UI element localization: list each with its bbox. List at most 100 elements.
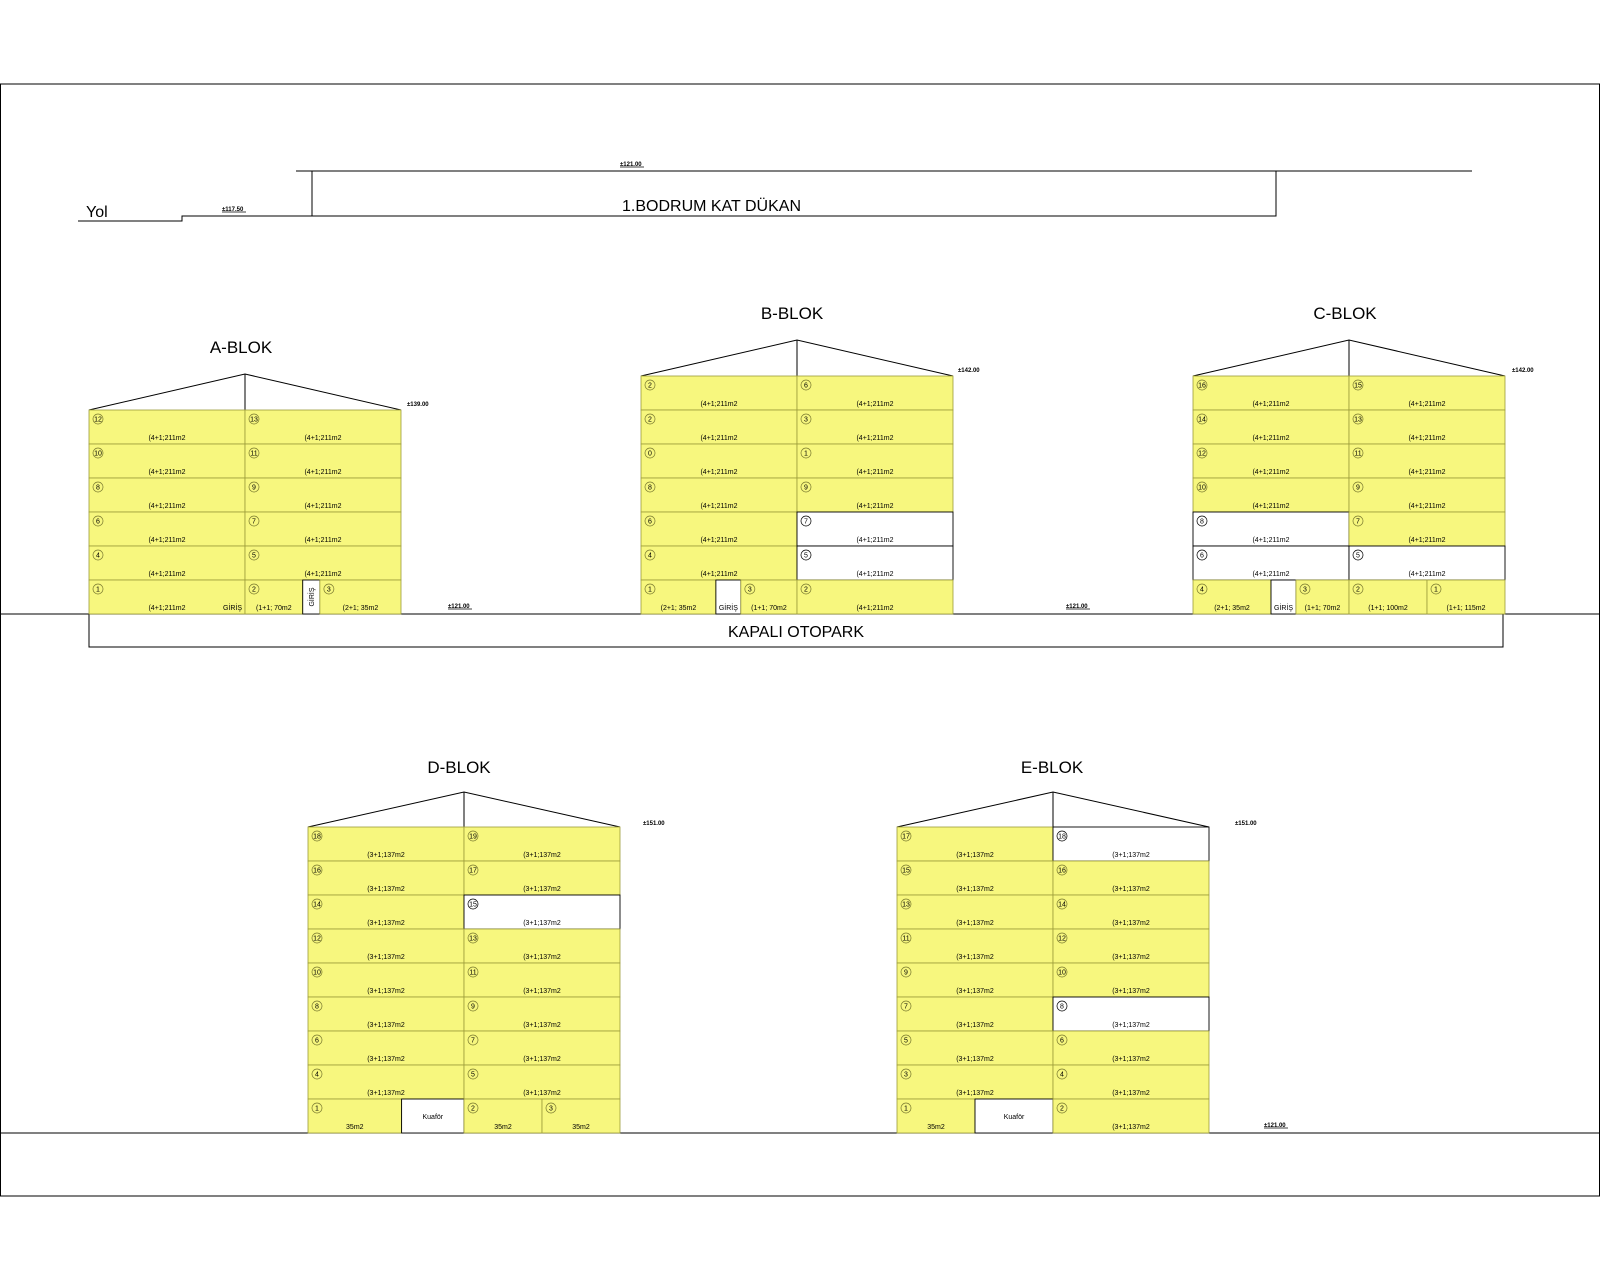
unit-cell: 3(1+1; 70m2 [740,579,798,615]
shop-section: 1.BODRUM KAT DÜKAN ±121.00 [296,162,1472,217]
unit-number-circle [311,932,323,944]
unit-cell: 15(4+1;211m2 [1348,375,1506,411]
unit-rect [1348,477,1506,513]
unit-cell: 12(3+1;137m2 [307,928,465,964]
unit-description: (3+1;137m2 [523,886,561,893]
parking-elevation-left: ±121.00 [448,604,470,610]
unit-cell: 10(4+1;211m2 [88,443,246,479]
unit-description: (4+1;211m2 [1252,401,1289,408]
unit-number-circle [900,1000,912,1012]
unit-number: 6 [315,1038,319,1045]
unit-rect [796,443,954,479]
unit-description: (4+1;211m2 [856,503,893,510]
unit-number: 6 [96,519,100,526]
unit-number-circle [92,413,104,425]
unit-number: 5 [904,1038,908,1045]
unit-description: (4+1;211m2 [856,435,893,442]
unit-description: (4+1;211m2 [1252,571,1289,578]
unit-number-circle [1352,481,1364,493]
unit-number: 2 [1060,1106,1064,1113]
unit-rect [640,375,798,411]
unit-number: 5 [1356,553,1360,560]
unit-rect [1295,579,1350,615]
unit-number-circle [248,413,260,425]
unit-rect [1192,477,1350,513]
unit-description: (3+1;137m2 [523,1090,561,1097]
unit-number: 2 [252,587,256,594]
unit-number: 14 [1058,902,1066,909]
unit-cell: 7(3+1;137m2 [463,1030,621,1066]
unit-cell: 1(2+1; 35m2 [640,579,717,615]
roof-elevation-e: ±151.00 [1235,821,1257,827]
unit-cell: 9 (3+1;137m2 [463,996,621,1032]
unit-description: (3+1;137m2 [523,852,561,859]
block-title-c: C-BLOK [1313,304,1377,323]
unit-cell: 16(3+1;137m2 [1052,860,1210,896]
unit-number: 0 [648,451,652,458]
unit-number-circle [467,830,479,842]
unit-cell: 6(4+1;211m2 [640,511,798,547]
unit-number: 9 [252,485,256,492]
unit-number: 11 [902,936,909,943]
unit-rect [1052,1030,1210,1066]
unit-number-circle [1196,515,1208,527]
unit-number-circle [1056,1102,1068,1114]
entrance-label: GİRİŞ [1274,603,1293,612]
unit-description: (3+1;137m2 [956,920,994,927]
unit-number-circle [1056,898,1068,910]
unit-number: 8 [315,1004,319,1011]
unit-number: 11 [1354,451,1361,458]
unit-cell: 6(4+1;211m2 [88,511,246,547]
unit-number: 4 [315,1072,319,1079]
unit-description: (4+1;211m2 [148,605,185,612]
unit-cell: 16(4+1;211m2 [1192,375,1350,411]
unit-cell: 5(4+1;211m2 [1348,545,1506,581]
unit-number: 9 [471,1004,475,1011]
unit-number-circle [644,379,656,391]
unit-description: (4+1;211m2 [1252,435,1289,442]
unit-number-circle [1056,932,1068,944]
unit-number-circle [1352,413,1364,425]
unit-description: (3+1;137m2 [367,988,405,995]
unit-description: (3+1;137m2 [956,852,994,859]
unit-number: 13 [902,902,910,909]
unit-number-circle [467,1034,479,1046]
unit-description: (3+1;137m2 [367,886,405,893]
roof-elevation-d: ±151.00 [643,821,665,827]
unit-number-circle [644,583,656,595]
unit-cell: 12(3+1;137m2 [1052,928,1210,964]
unit-number: 13 [250,417,258,424]
unit-number-circle [311,1068,323,1080]
unit-cell: 6(3+1;137m2 [307,1030,465,1066]
unit-cell: 3(2+1; 35m2 [319,579,402,615]
unit-number: 1 [315,1106,319,1113]
unit-rect [307,996,465,1032]
unit-cell: 5 (3+1;137m2 [896,1030,1054,1066]
unit-description: (1+1; 70m2 [256,605,292,612]
unit-description: (3+1;137m2 [1112,1022,1150,1029]
unit-cell: 7(3+1;137m2 [896,996,1054,1032]
unit-description: (3+1;137m2 [1112,988,1150,995]
unit-description: (4+1;211m2 [148,571,185,578]
road-section: Yol ±117.50 [78,204,312,222]
unit-number: 5 [804,553,808,560]
unit-cell: 2(4+1;211m2 [640,375,798,411]
unit-description: (3+1;137m2 [956,1056,994,1063]
unit-number-circle [467,932,479,944]
unit-cell: 13(3+1;137m2 [463,928,621,964]
unit-number: 7 [904,1004,908,1011]
unit-rect-empty [974,1098,1054,1134]
shop-unit-label: Kuaför [422,1114,443,1121]
unit-number: 6 [1060,1038,1064,1045]
unit-number: 7 [804,519,808,526]
unit-description: (3+1;137m2 [367,920,405,927]
unit-rect [307,1098,402,1134]
unit-cell: 8(3+1;137m2 [307,996,465,1032]
unit-description: (3+1;137m2 [523,1022,561,1029]
unit-rect [88,477,246,513]
unit-rect [1192,409,1350,445]
unit-number-circle [644,447,656,459]
unit-description: (3+1;137m2 [523,954,561,961]
unit-description: (3+1;137m2 [1112,886,1150,893]
unit-number: 14 [1198,417,1206,424]
